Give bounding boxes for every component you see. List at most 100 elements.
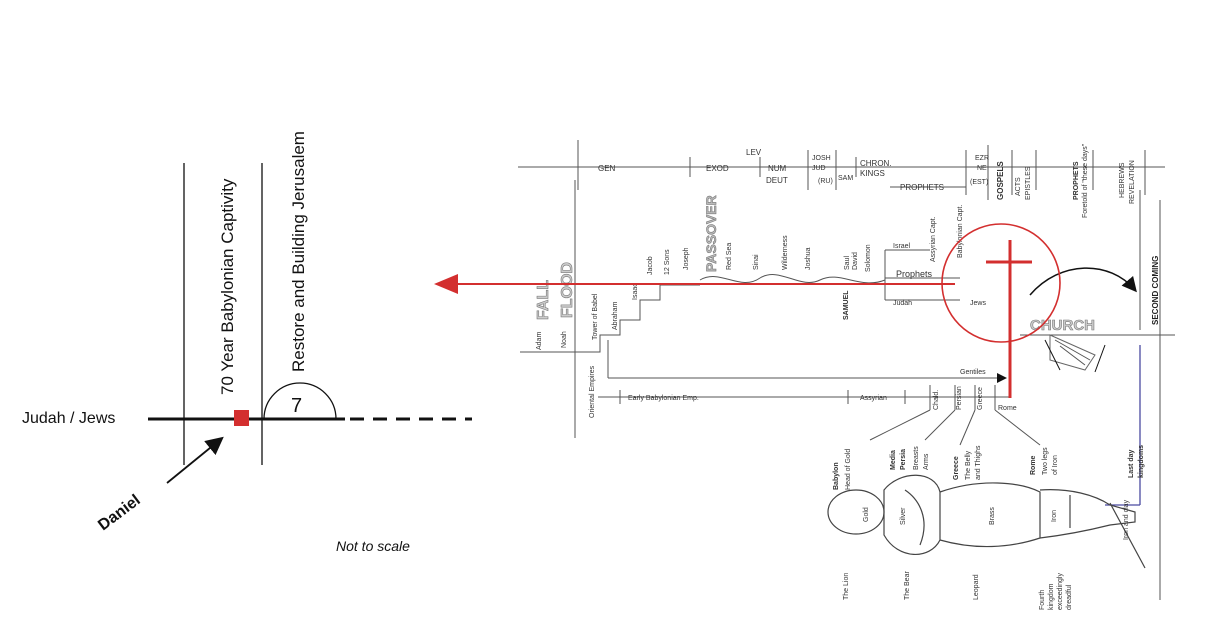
label-kingdoms: kingdoms bbox=[1138, 445, 1145, 478]
statue-fan bbox=[924, 409, 956, 441]
label-flood: FLOOD bbox=[559, 262, 576, 318]
patriarch-steps bbox=[575, 284, 700, 353]
statue-legs bbox=[1039, 489, 1136, 539]
label-sam: SAM bbox=[838, 175, 853, 182]
label-lion: The Lion bbox=[843, 573, 850, 600]
label-passover: PASSOVER bbox=[703, 195, 719, 272]
statue-arm bbox=[904, 489, 925, 546]
label-two-legs: Two legs bbox=[1042, 447, 1049, 475]
label-persia: Persia bbox=[900, 449, 907, 470]
label-israel: Israel bbox=[893, 243, 911, 250]
label-prophets-top: PROPHETS bbox=[900, 183, 944, 192]
label-jud: JUD bbox=[812, 165, 826, 172]
label-tower: Tower of Babel bbox=[592, 293, 599, 340]
label-wilderness: Wilderness bbox=[782, 235, 789, 270]
label-of-iron: of Iron bbox=[1052, 455, 1059, 475]
label-media: Media bbox=[890, 450, 897, 470]
label-iron: Iron bbox=[1051, 510, 1058, 522]
judah-jews-label: Judah / Jews bbox=[22, 410, 115, 427]
label-fourth1: Fourth bbox=[1039, 590, 1046, 610]
church-rays bbox=[1044, 339, 1061, 371]
label-gentiles: Gentiles bbox=[960, 369, 986, 376]
seven-arc bbox=[263, 382, 337, 420]
label-abraham: Abraham bbox=[612, 301, 619, 330]
label-exod: EXOD bbox=[706, 164, 729, 173]
daniel-statue bbox=[827, 474, 1146, 569]
label-silver: Silver bbox=[900, 507, 907, 525]
statue-feet-line bbox=[1109, 502, 1146, 569]
label-early-babylonian: Early Babylonian Emp. bbox=[628, 395, 699, 402]
label-babylonian-capt: Babylonian Capt. bbox=[957, 205, 964, 258]
label-oriental: Oriental Empires bbox=[589, 365, 596, 418]
label-gen: GEN bbox=[598, 164, 616, 173]
label-judah: Judah bbox=[893, 300, 912, 307]
label-saul: Saul bbox=[844, 256, 851, 270]
label-num: NUM bbox=[768, 164, 787, 173]
label-prophets: Prophets bbox=[896, 269, 933, 279]
church-rays bbox=[1094, 344, 1106, 373]
label-revelation: REVELATION bbox=[1129, 160, 1136, 204]
label-assyrian: Assyrian bbox=[860, 395, 887, 402]
label-acts: ACTS bbox=[1015, 177, 1022, 196]
red-circle bbox=[941, 223, 1061, 343]
label-thighs: and Thighs bbox=[975, 445, 982, 480]
daniel-label: Daniel bbox=[95, 492, 144, 534]
church-hatch-line bbox=[1059, 345, 1086, 366]
label-ne: NE bbox=[977, 165, 987, 172]
label-belly: The Belly bbox=[965, 450, 972, 480]
red-overlay bbox=[434, 223, 1061, 398]
label-foretold: Foretold of "these days" bbox=[1082, 143, 1089, 218]
bible-timeline-chart bbox=[518, 140, 1175, 600]
label-last-day: Last day bbox=[1128, 449, 1135, 478]
label-fall: FALL bbox=[535, 280, 552, 320]
label-feet: Iron and clay bbox=[1123, 499, 1130, 540]
label-josh: JOSH bbox=[812, 155, 831, 162]
label-church: CHURCH bbox=[1030, 317, 1095, 334]
label-brass: Brass bbox=[989, 507, 996, 525]
captivity-label: 70 Year Babylonian Captivity bbox=[218, 178, 237, 395]
label-sinai: Sinai bbox=[753, 254, 760, 270]
label-deut: DEUT bbox=[766, 176, 788, 185]
church-hatch-line bbox=[1054, 339, 1091, 361]
label-red-sea: Red Sea bbox=[726, 243, 733, 270]
label-adam: Adam bbox=[536, 332, 543, 350]
label-twelve-sons: 12 Sons bbox=[664, 249, 671, 275]
label-david: David bbox=[852, 252, 859, 270]
label-babylon: Babylon bbox=[833, 462, 840, 490]
label-solomon: Solomon bbox=[865, 244, 872, 272]
label-gospels: GOSPELS bbox=[996, 161, 1005, 200]
label-noah: Noah bbox=[561, 331, 568, 348]
label-hebrews: HEBREWS bbox=[1119, 162, 1126, 198]
statue-chest bbox=[883, 474, 941, 555]
label-bear: The Bear bbox=[904, 571, 911, 600]
statue-fan bbox=[994, 409, 1041, 446]
statue-fan bbox=[869, 409, 931, 441]
label-lev: LEV bbox=[746, 148, 762, 157]
label-joseph: Joseph bbox=[683, 247, 690, 270]
not-to-scale-note: Not to scale bbox=[336, 538, 410, 554]
label-ezr: EZR bbox=[975, 155, 989, 162]
label-kings: KINGS bbox=[860, 169, 885, 178]
label-isaac: Isaac bbox=[632, 283, 639, 300]
label-chald: Chald. bbox=[933, 390, 940, 410]
label-leopard: Leopard bbox=[973, 574, 980, 600]
label-persian: Persian bbox=[956, 386, 963, 410]
church-hatch bbox=[1049, 334, 1096, 371]
label-rome2: Rome bbox=[1030, 455, 1037, 475]
label-est: (EST) bbox=[970, 179, 988, 186]
label-greece: Greece bbox=[977, 387, 984, 410]
statue-fan bbox=[959, 409, 976, 446]
label-second-coming: SECOND COMING bbox=[1151, 256, 1160, 325]
label-assyrian-capt: Assyrian Capt. bbox=[930, 216, 937, 262]
label-jews: Jews bbox=[970, 300, 986, 307]
church-arrow-curve bbox=[1029, 267, 1137, 296]
daniel-arrow bbox=[166, 436, 224, 484]
statue-belly bbox=[939, 482, 1041, 548]
seven-label: 7 bbox=[291, 395, 302, 417]
label-samuel: SAMUEL bbox=[843, 290, 850, 320]
label-jacob: Jacob bbox=[647, 256, 654, 275]
label-rome: Rome bbox=[998, 405, 1017, 412]
label-arms: Arms bbox=[923, 453, 930, 470]
